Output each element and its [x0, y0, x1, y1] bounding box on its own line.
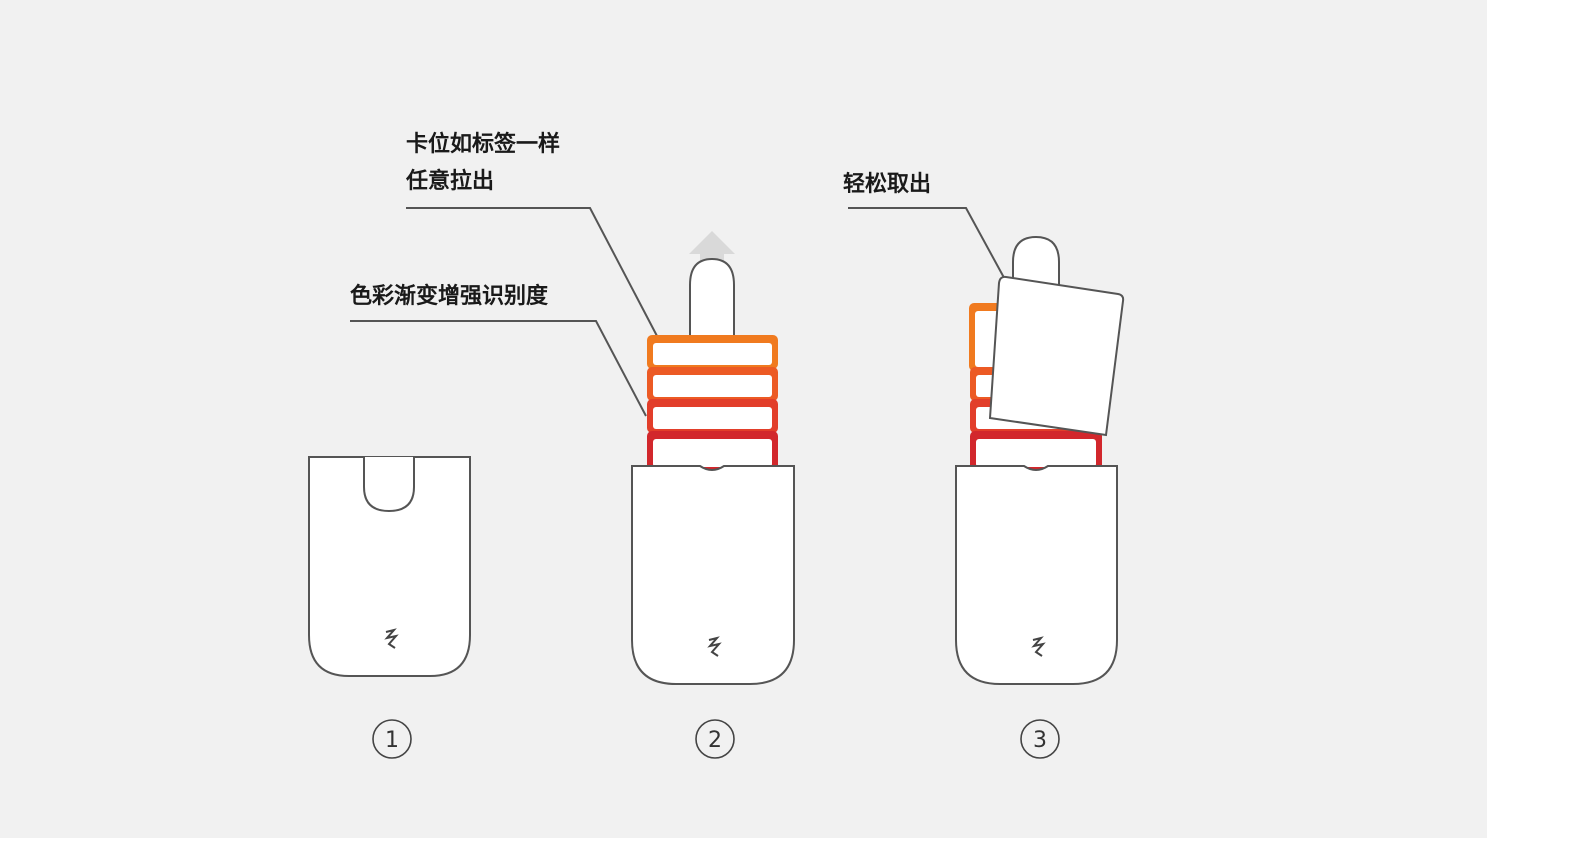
leader-line-tab — [406, 207, 669, 358]
step-number: 1 — [385, 728, 399, 753]
step-number: 3 — [1033, 728, 1047, 753]
annotation-tab-line2: 任意拉出 — [405, 168, 494, 194]
pull-tab — [689, 257, 735, 336]
wallet-card-out — [955, 235, 1125, 685]
wallet-fanned — [631, 231, 795, 685]
step-marker-1: 1 — [372, 719, 412, 759]
step-marker-2: 2 — [695, 719, 735, 759]
removed-card — [988, 275, 1125, 437]
annotation-gradient: 色彩渐变增强识别度 — [350, 283, 549, 309]
brand-logo-icon — [1031, 636, 1046, 657]
wallet-body — [631, 465, 795, 685]
pull-tab — [363, 457, 415, 513]
annotation-tab-line1: 卡位如标签一样 — [406, 131, 560, 157]
wallet-closed — [308, 456, 471, 677]
brand-logo-icon — [707, 636, 722, 657]
brand-logo-icon — [384, 628, 399, 649]
leader-line-gradient — [350, 320, 647, 417]
wallet-body — [955, 465, 1118, 685]
pull-tab — [1012, 235, 1060, 286]
step-number: 2 — [708, 728, 722, 753]
annotation-easy-out: 轻松取出 — [843, 171, 931, 197]
step-marker-3: 3 — [1020, 719, 1060, 759]
wallet-body — [308, 456, 471, 677]
leader-line-easy-out — [848, 207, 1015, 297]
